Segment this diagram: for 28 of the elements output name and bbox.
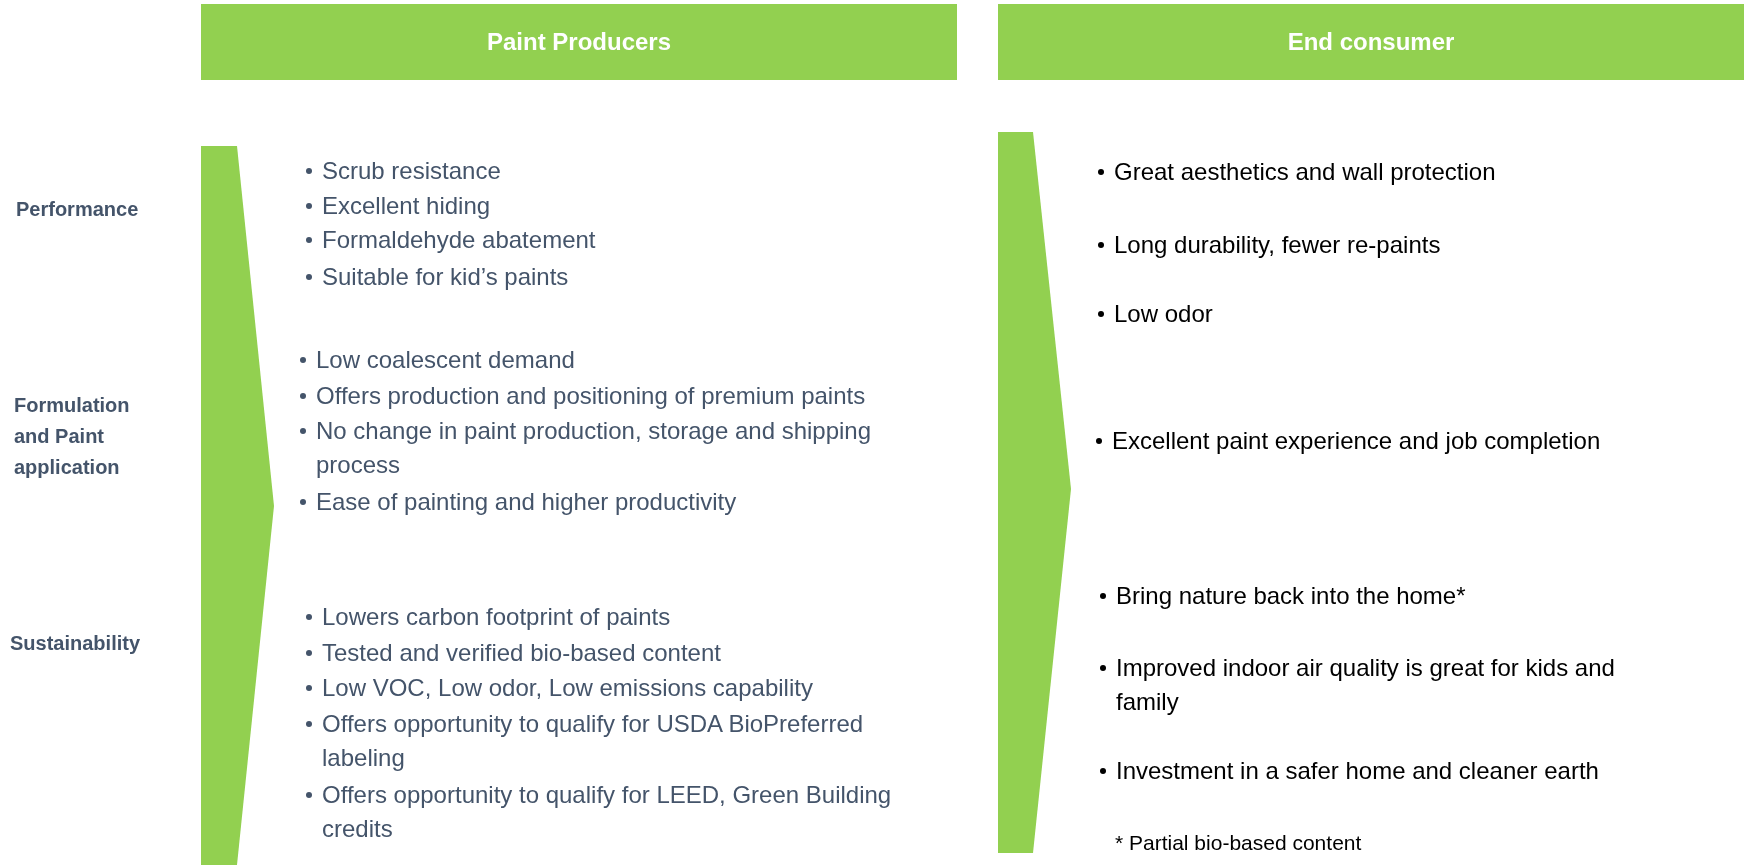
bullet-item: Scrub resistance: [303, 154, 943, 188]
bullet-item: Investment in a safer home and cleaner earth: [1097, 754, 1667, 788]
bullet-item: Excellent paint experience and job completion: [1093, 424, 1663, 458]
row-heading: Performance: [16, 197, 140, 222]
footnote: * Partial bio-based content: [1115, 830, 1363, 856]
bullet-item: Low odor: [1095, 297, 1665, 331]
bullet-item: Bring nature back into the home*: [1097, 579, 1667, 613]
bullet-item: Ease of painting and higher productivity: [297, 485, 937, 519]
chevron-band: [998, 132, 1071, 853]
bullet-item: Offers production and positioning of premium paints: [297, 379, 937, 413]
bullet-item: No change in paint production, storage and shipping process: [297, 414, 937, 482]
row-heading: Formulation and Paint application: [14, 393, 131, 480]
bullet-item: Low VOC, Low odor, Low emissions capability: [303, 671, 943, 705]
bullet-item: Great aesthetics and wall protection: [1095, 155, 1665, 189]
bullet-item: Suitable for kid’s paints: [303, 260, 943, 294]
row-heading: Sustainability: [10, 631, 142, 656]
bullet-item: Long durability, fewer re-paints: [1095, 228, 1665, 262]
chevron-band: [201, 146, 274, 865]
bullet-item: Offers opportunity to qualify for LEED, Green Building credits: [303, 778, 943, 846]
bullet-item: Low coalescent demand: [297, 343, 937, 377]
bullet-item: Lowers carbon footprint of paints: [303, 600, 943, 634]
column-header-bar: End consumer: [998, 4, 1744, 80]
bullet-item: Excellent hiding: [303, 189, 943, 223]
bullet-item: Formaldehyde abatement: [303, 223, 943, 257]
bullet-item: Tested and verified bio-based content: [303, 636, 943, 670]
column-header-bar: Paint Producers: [201, 4, 957, 80]
bullet-item: Improved indoor air quality is great for kids and family: [1097, 651, 1667, 719]
bullet-item: Offers opportunity to qualify for USDA BioPreferred labeling: [303, 707, 943, 775]
